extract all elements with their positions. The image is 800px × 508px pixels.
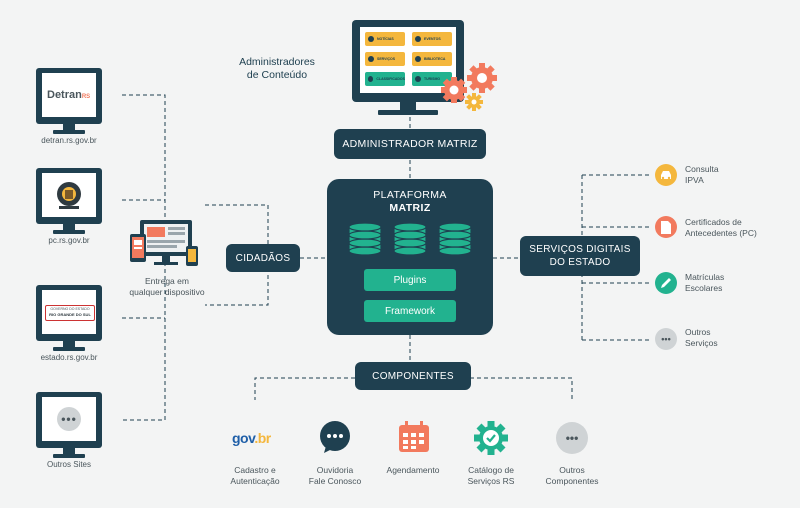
service-outros-line1: Outros bbox=[685, 327, 711, 337]
platform-subtitle: MATRIZ bbox=[389, 202, 431, 214]
admin-tile-label: TURISMO bbox=[424, 77, 441, 81]
component-outros-line1: Outros bbox=[559, 465, 585, 475]
pencil-icon bbox=[655, 272, 677, 294]
plataforma-matriz-box: PLATAFORMA MATRIZ Plugins Framework bbox=[327, 179, 493, 335]
tile-dot-icon bbox=[415, 36, 421, 42]
detran-logo: DetranRS bbox=[47, 89, 90, 101]
estado-logo bbox=[45, 305, 95, 321]
componentes-box: COMPONENTES bbox=[355, 362, 471, 390]
more-icon: ••• bbox=[655, 328, 677, 350]
gears-icon bbox=[441, 63, 497, 111]
service-ipva-line1: Consulta bbox=[685, 164, 719, 174]
more-icon: ••• bbox=[556, 422, 588, 454]
outros-sites-screen: ••• bbox=[42, 397, 96, 441]
servicos-line2: DO ESTADO bbox=[549, 257, 611, 268]
tile-dot-icon bbox=[368, 56, 374, 62]
admin-tile: CLASSIFICADOS bbox=[365, 72, 405, 86]
govbr-logo-part1: gov bbox=[232, 430, 255, 446]
admin-tile: BIBLIOTECA bbox=[412, 52, 452, 66]
service-certificados-line2: Antecedentes (PC) bbox=[685, 228, 757, 238]
component-cadastro-line1: Cadastro e bbox=[234, 465, 276, 475]
service-ipva-line2: IPVA bbox=[685, 175, 704, 185]
delivery-label: Entrega em qualquer dispositivo bbox=[108, 276, 226, 298]
site-caption-estado: estado.rs.gov.br bbox=[40, 353, 98, 362]
calendar-icon bbox=[399, 421, 429, 452]
database-icons bbox=[348, 223, 472, 255]
detran-screen: DetranRS bbox=[42, 73, 96, 117]
service-certificados-line1: Certificados de bbox=[685, 217, 742, 227]
admin-tile: EVENTOS bbox=[412, 32, 452, 46]
detran-monitor: DetranRS bbox=[36, 68, 102, 134]
component-agendamento-line1: Agendamento bbox=[386, 465, 440, 475]
service-outros-line2: Serviços bbox=[685, 338, 718, 348]
police-badge-icon bbox=[57, 182, 81, 209]
component-catalogo-label: Catálogo de Serviços RS bbox=[441, 465, 541, 487]
admin-label-line1: Administradores bbox=[239, 56, 315, 68]
servicos-line1: SERVIÇOS DIGITAIS bbox=[529, 244, 631, 255]
chat-icon bbox=[320, 421, 350, 453]
component-outros-label: Outros Componentes bbox=[522, 465, 622, 487]
component-cadastro-line2: Autenticação bbox=[230, 476, 280, 486]
service-certificados-label: Certificados de Antecedentes (PC) bbox=[685, 217, 757, 239]
car-icon bbox=[655, 164, 677, 186]
service-ipva-label: Consulta IPVA bbox=[685, 164, 719, 186]
tile-dot-icon bbox=[415, 56, 421, 62]
admin-tile-label: EVENTOS bbox=[424, 37, 441, 41]
admin-tile: SERVIÇOS bbox=[365, 52, 405, 66]
pc-screen bbox=[42, 173, 96, 217]
service-matriculas-label: Matrículas Escolares bbox=[685, 272, 724, 294]
admin-monitor-base bbox=[378, 110, 438, 115]
govbr-logo-part2: .br bbox=[254, 430, 271, 446]
detran-logo-text: Detran bbox=[47, 89, 82, 101]
administrador-matriz-box: ADMINISTRADOR MATRIZ bbox=[334, 129, 486, 159]
admin-monitor-neck bbox=[400, 102, 416, 110]
service-matriculas-line1: Matrículas bbox=[685, 272, 725, 282]
tile-dot-icon bbox=[368, 76, 374, 82]
component-cadastro-label: Cadastro e Autenticação bbox=[205, 465, 305, 487]
admin-label-line2: de Conteúdo bbox=[246, 69, 308, 81]
component-ouvidoria-line2: Fale Conosco bbox=[308, 476, 362, 486]
component-ouvidoria-label: Ouvidoria Fale Conosco bbox=[285, 465, 385, 487]
site-caption-detran: detran.rs.gov.br bbox=[41, 136, 97, 145]
delivery-label-line2: qualquer dispositivo bbox=[129, 287, 205, 297]
estado-screen: GOVERNO DO ESTADO RIO GRANDE DO SUL bbox=[42, 290, 96, 334]
tile-dot-icon bbox=[415, 76, 421, 82]
admin-tile-label: CLASSIFICADOS bbox=[376, 77, 405, 81]
site-caption-outros: Outros Sites bbox=[46, 460, 91, 469]
pc-monitor bbox=[36, 168, 102, 234]
admin-label: Administradores de Conteúdo bbox=[222, 56, 332, 82]
component-catalogo-line2: Serviços RS bbox=[467, 476, 515, 486]
framework-box: Framework bbox=[364, 300, 456, 322]
component-catalogo-line1: Catálogo de bbox=[468, 465, 514, 475]
gear-check-icon bbox=[474, 421, 508, 455]
delivery-label-line1: Entrega em bbox=[145, 276, 189, 286]
admin-tile-label: BIBLIOTECA bbox=[424, 57, 446, 61]
estado-monitor: GOVERNO DO ESTADO RIO GRANDE DO SUL bbox=[36, 285, 102, 351]
component-outros-line2: Componentes bbox=[545, 476, 599, 486]
admin-tile-label: SERVIÇOS bbox=[377, 57, 396, 61]
admin-monitor-screen: NOTÍCIAS EVENTOS SERVIÇOS BIBLIOTECA CLASSIF… bbox=[360, 27, 456, 93]
service-outros-label: Outros Serviços bbox=[685, 327, 718, 349]
estado-logo-line1: GOVERNO DO ESTADO bbox=[50, 307, 90, 311]
component-agendamento-label: Agendamento bbox=[363, 465, 463, 476]
service-matriculas-line2: Escolares bbox=[685, 283, 723, 293]
component-ouvidoria-line1: Ouvidoria bbox=[316, 465, 354, 475]
estado-logo-line2: RIO GRANDE DO SUL bbox=[49, 312, 91, 317]
outros-sites-monitor: ••• bbox=[36, 392, 102, 458]
devices-icon bbox=[130, 220, 198, 266]
plugins-box: Plugins bbox=[364, 269, 456, 291]
site-caption-pc: pc.rs.gov.br bbox=[48, 236, 90, 245]
govbr-logo: gov.br bbox=[232, 430, 271, 446]
admin-tile-label: NOTÍCIAS bbox=[377, 37, 394, 41]
tile-dot-icon bbox=[368, 36, 374, 42]
cidadaos-box: CIDADÃOS bbox=[226, 244, 300, 272]
admin-tile: TURISMO bbox=[412, 72, 452, 86]
platform-title: PLATAFORMA bbox=[373, 189, 447, 201]
document-icon bbox=[655, 216, 677, 238]
detran-logo-suffix: RS bbox=[81, 94, 91, 100]
admin-tile: NOTÍCIAS bbox=[365, 32, 405, 46]
more-icon: ••• bbox=[57, 407, 81, 431]
servicos-digitais-box: SERVIÇOS DIGITAIS DO ESTADO bbox=[520, 236, 640, 276]
